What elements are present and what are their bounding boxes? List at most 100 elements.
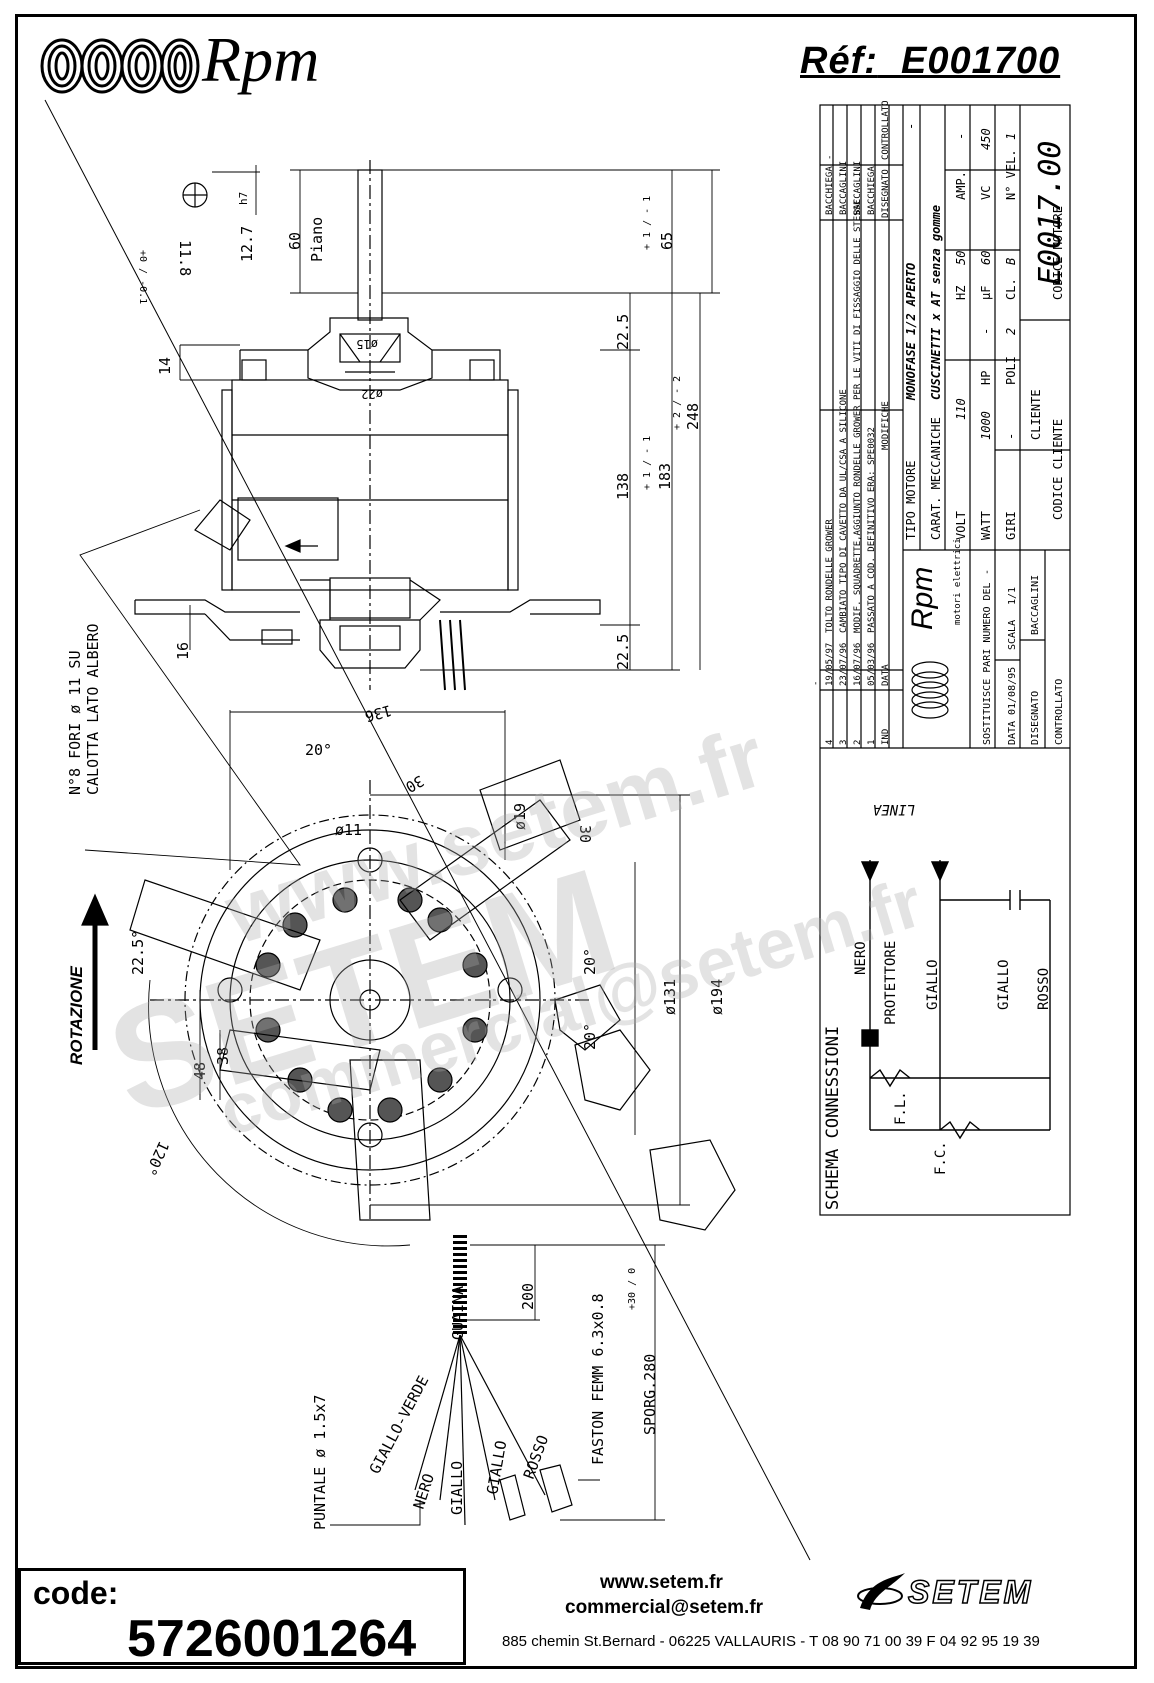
reference-value: E001700 bbox=[901, 40, 1061, 82]
codice-cliente-label: CODICE CLIENTE bbox=[1051, 419, 1065, 520]
footer-email-link[interactable]: commercial@setem.fr bbox=[565, 1597, 764, 1618]
schema-title: SCHEMA CONNESSIONI bbox=[823, 1026, 843, 1210]
company-name: Rpm bbox=[906, 567, 939, 630]
footer-address: 885 chemin St.Bernard - 06225 VALLAURIS … bbox=[502, 1633, 1040, 1650]
dim-phi15: ø15 bbox=[356, 337, 378, 351]
dim-183-tol: + 1 / - 1 bbox=[642, 436, 653, 490]
holes-note-line-1: N°8 FORI ø 11 SU bbox=[66, 651, 84, 796]
rev-3-by: BACCAGLINI bbox=[839, 161, 849, 215]
dim-136: 136 bbox=[363, 701, 394, 725]
dim-phi19: ø19 bbox=[511, 803, 529, 830]
amp-value: - bbox=[954, 133, 968, 140]
reference-label: Réf: bbox=[800, 40, 878, 82]
rev-3-date: 23/07/96 bbox=[839, 643, 849, 686]
data-value: 01/08/95 bbox=[1007, 667, 1018, 715]
footer-website-link[interactable]: www.setem.fr bbox=[600, 1572, 723, 1593]
rev-1-date: 05/03/96 bbox=[867, 643, 877, 686]
dim-11-8: 11.8 bbox=[176, 240, 194, 276]
giallo-2-label: GIALLO bbox=[996, 959, 1012, 1010]
diagonal-reference-line bbox=[44, 99, 811, 1561]
hz-value: 50 bbox=[954, 251, 968, 265]
dim-phi131: ø131 bbox=[661, 979, 679, 1015]
dim-22-5deg: 22.5° bbox=[129, 930, 147, 975]
rev-1-by: BACCHIEGA bbox=[867, 166, 877, 215]
code-box: code: 5726001264 bbox=[18, 1568, 466, 1668]
motor-side-view bbox=[134, 160, 601, 691]
dim-h7: h7 bbox=[237, 192, 250, 205]
rev-4-desc: TOLTO RONDELLE GROWER bbox=[825, 519, 835, 633]
codice-motore-label: CODICE MOTORE bbox=[1051, 206, 1065, 300]
scala-label: SCALA bbox=[1007, 620, 1018, 650]
dim-piano: Piano bbox=[308, 217, 326, 262]
protettore-label: PROTETTORE bbox=[883, 941, 899, 1025]
reference-code: Réf: E001700 bbox=[800, 40, 1060, 83]
cl-value: B bbox=[1004, 258, 1018, 265]
dim-248: 248 bbox=[684, 403, 702, 430]
controllato-label: CONTROLLATO bbox=[1054, 679, 1065, 745]
rev-1-desc: PASSATO A COD. DEFINITIVO ERA: SPE0032 bbox=[867, 427, 877, 633]
cliente-label: CLIENTE bbox=[1029, 389, 1043, 440]
faston-label: FASTON FEMM 6.3x0.8 bbox=[589, 1293, 607, 1465]
dim-200: 200 bbox=[519, 1283, 537, 1310]
dim-138: 138 bbox=[614, 473, 632, 500]
dim-22-5-top: 22.5 bbox=[614, 314, 632, 350]
dim-12-7: 12.7 bbox=[238, 226, 256, 262]
rpm-coil-logo-icon bbox=[40, 38, 200, 94]
fc-label: F.C. bbox=[933, 1141, 949, 1175]
company-sub: motori elettrici bbox=[953, 538, 963, 625]
rev-header-checked: CONTROLLATO bbox=[881, 100, 891, 160]
wire-nero: NERO bbox=[410, 1471, 438, 1511]
dim-183: 183 bbox=[656, 463, 674, 490]
footer-brand-logo: SETEM bbox=[907, 1573, 1034, 1611]
volt-label: VOLT bbox=[954, 511, 968, 540]
dim-38: 38 bbox=[214, 1047, 232, 1065]
dim-14: 14 bbox=[156, 357, 174, 375]
sostituisce-value: - bbox=[982, 569, 993, 575]
uf-value: 60 bbox=[979, 251, 993, 265]
dim-phi11: ø11 bbox=[335, 821, 362, 839]
dim-248-tol: + 2 / - 2 bbox=[672, 376, 683, 430]
giallo-1-label: GIALLO bbox=[925, 959, 941, 1010]
dim-20deg-r2: 20° bbox=[581, 1023, 599, 1050]
data-label: DATA bbox=[1007, 721, 1018, 745]
wire-giallo-2: GIALLO bbox=[483, 1439, 510, 1495]
rev-4-date: 19/05/97 bbox=[825, 643, 835, 686]
rev-extra-dash: - bbox=[811, 681, 821, 686]
rosso-label: ROSSO bbox=[1036, 968, 1052, 1010]
rev-1-ind: 1 bbox=[867, 740, 877, 745]
giri-value: - bbox=[1004, 433, 1018, 440]
rev-2-by: BACCAGLINI bbox=[853, 161, 863, 215]
disegnato-label: DISEGNATO bbox=[1030, 691, 1041, 745]
scala-value: 1/1 bbox=[1007, 587, 1018, 605]
sostituisce-label: SOSTITUISCE PARI NUMERO DEL bbox=[982, 582, 993, 745]
rotation-label: ROTAZIONE bbox=[67, 965, 86, 1065]
dim-22-5-bottom: 22.5 bbox=[614, 634, 632, 670]
rev-2-date: 16/07/96 bbox=[853, 643, 863, 686]
wire-giallo-verde: GIALLO-VERDE bbox=[366, 1373, 433, 1477]
watt-label: WATT bbox=[979, 511, 993, 540]
dim-65: 65 bbox=[658, 232, 676, 250]
rev-header-drawn: DISEGNATO bbox=[881, 169, 891, 218]
side-dimensions bbox=[179, 165, 720, 671]
dim-phi22: ø22 bbox=[361, 387, 383, 401]
code-label: code: bbox=[33, 1575, 119, 1611]
dim-60: 60 bbox=[286, 232, 304, 250]
nero-label: NERO bbox=[853, 941, 869, 975]
dim-48: 48 bbox=[191, 1062, 209, 1080]
dim-11-8-tol: +0 / -0.1 bbox=[137, 250, 148, 304]
dim-phi194: ø194 bbox=[708, 979, 726, 1015]
tipo-motore-label: TIPO MOTORE bbox=[904, 461, 918, 540]
fl-label: F.L. bbox=[893, 1091, 909, 1125]
dim-20deg-top: 20° bbox=[305, 741, 332, 759]
uf-label: µF bbox=[979, 286, 993, 300]
vc-label: VC bbox=[979, 186, 993, 200]
nvel-value: 1 bbox=[1004, 133, 1018, 140]
watt-value: 1000 bbox=[979, 411, 993, 440]
carat-value: CUSCINETTI x AT senza gomme bbox=[929, 205, 943, 400]
rev-3-desc: CAMBIATO TIPO DI CAVETTO DA UL/CSA A SIL… bbox=[839, 389, 849, 633]
brand-name: Rpm bbox=[202, 24, 320, 95]
dim-65-tol: + 1 / - 1 bbox=[642, 196, 653, 250]
hp-label: HP bbox=[979, 371, 993, 385]
holes-note-line-2: CALOTTA LATO ALBERO bbox=[84, 623, 102, 795]
